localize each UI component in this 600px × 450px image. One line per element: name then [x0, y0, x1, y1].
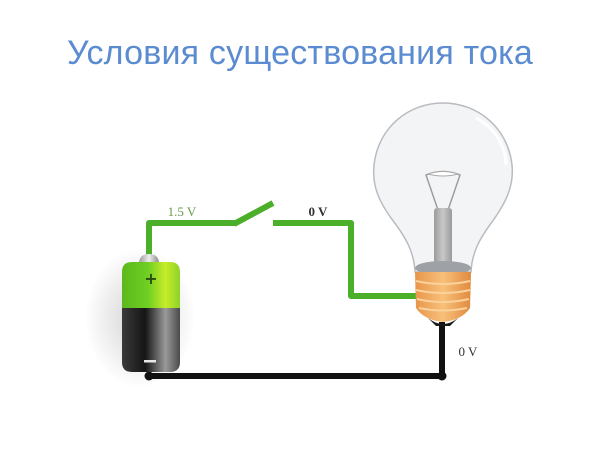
bulb-contact: [428, 318, 458, 326]
battery: +: [122, 254, 180, 372]
bulb-neck: [415, 261, 471, 275]
battery-plus-sign: +: [144, 269, 157, 288]
battery-voltage-label: 1.5 V: [168, 204, 197, 219]
battery-terminal-cap: [139, 254, 159, 264]
bulb-glass: [372, 102, 514, 273]
battery-positive-half: [122, 262, 180, 308]
slide-title: Условия существования тока: [66, 34, 534, 72]
wire-switch-to-bulb: [273, 220, 416, 299]
wire-battery-to-switch: [146, 220, 236, 256]
return-voltage-label: 0 V: [459, 344, 479, 359]
bulb-highlight: [475, 116, 508, 166]
bulb-stem: [434, 208, 452, 266]
battery-negative-half: [122, 308, 180, 372]
light-bulb: [372, 102, 514, 326]
wire-junction-right: [437, 371, 447, 381]
bulb-screw-base: [415, 272, 471, 322]
wire-junction-left: [144, 371, 154, 381]
switch-output-voltage-label: 0 V: [309, 204, 329, 219]
open-switch-lever[interactable]: [232, 200, 275, 227]
battery-minus-sign: [144, 360, 156, 363]
